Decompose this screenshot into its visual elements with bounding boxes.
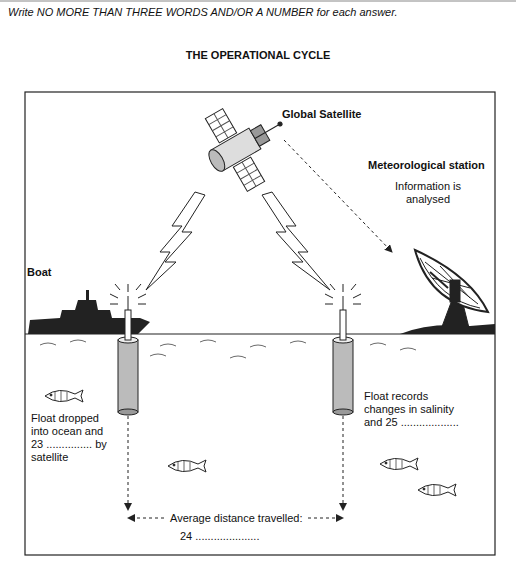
- answer-prompt: Float dropped into ocean and 23 ........…: [31, 412, 117, 464]
- float: [325, 284, 361, 415]
- boat: [28, 290, 150, 334]
- satellite-dish: [415, 250, 488, 332]
- answer-prompt: 24 .....................: [180, 530, 259, 543]
- diagram-title: THE OPERATIONAL CYCLE: [0, 49, 516, 62]
- signal-bolts: [146, 192, 330, 290]
- instruction: Write NO MORE THAN THREE WORDS AND/OR A …: [8, 6, 398, 19]
- part-name: Boat: [27, 266, 51, 279]
- answer-prompt: Float records changes in salinity and 25…: [364, 390, 460, 429]
- float: [110, 284, 146, 415]
- part-name: Meteorological station: [368, 159, 485, 172]
- distance-label: Average distance travelled:: [167, 512, 306, 525]
- top-rule: [0, 1, 516, 2]
- data-link: [284, 140, 392, 252]
- part-name: Global Satellite: [282, 108, 361, 121]
- waves: [40, 340, 416, 358]
- satellite: [191, 87, 303, 200]
- frame: [25, 92, 495, 555]
- process-note: Information is analysed: [378, 180, 478, 206]
- distance-marker: [128, 416, 343, 518]
